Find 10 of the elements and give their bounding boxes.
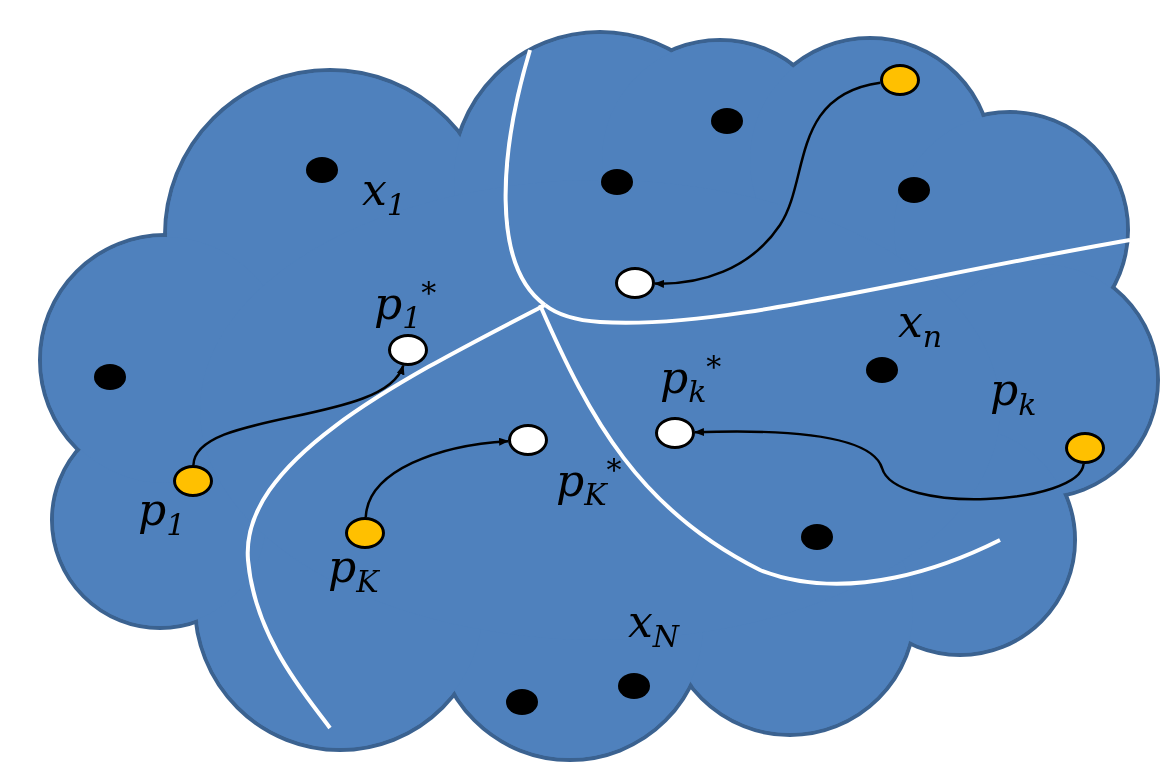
point-label: x$_{1}$ xyxy=(362,168,406,220)
point-label: p$_{k}$ xyxy=(990,368,1037,420)
point-label: x$_{n}$ xyxy=(898,300,943,352)
point-label: p$_{K}$ xyxy=(328,545,379,597)
arrow xyxy=(192,364,405,466)
point-label: x$_{N}$ xyxy=(628,600,680,652)
arrow xyxy=(654,81,881,288)
arrow xyxy=(364,437,510,518)
arrow xyxy=(694,428,1085,501)
point-label: p$_{1}$ xyxy=(138,488,186,540)
